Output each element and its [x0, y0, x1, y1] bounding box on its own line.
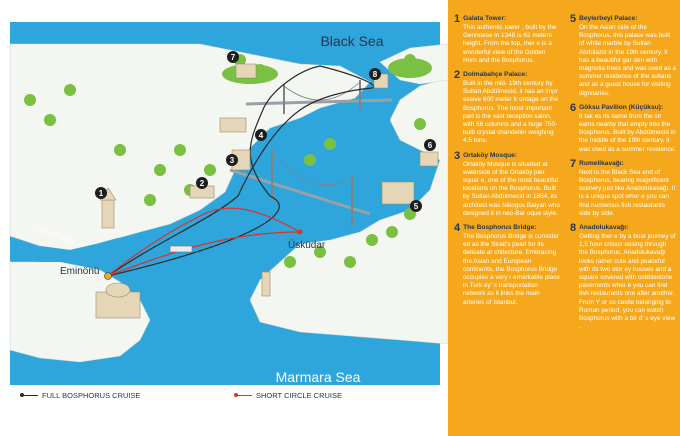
trees: [24, 54, 426, 268]
ferry-boat: [169, 245, 193, 253]
marker-1-label: 1: [99, 189, 104, 198]
info-item-title: Galata Tower:: [463, 15, 507, 22]
marker-3-label: 3: [230, 156, 235, 165]
hill-anadolukavagi: [388, 58, 432, 78]
marker-7[interactable]: 7: [227, 51, 239, 63]
eminonu-pier-dot: [104, 272, 112, 280]
marker-4-label: 4: [259, 131, 264, 140]
legend-full-swatch: [20, 393, 38, 397]
marker-8[interactable]: 8: [369, 68, 381, 80]
info-item-number: 3: [454, 149, 461, 162]
info-item-title: The Bosphorus Bridge:: [463, 224, 537, 232]
info-item-text: Built in the mid- 19th century by Sultan…: [463, 80, 559, 145]
info-item-title: Göksu Pavilion (Küçüksu):: [579, 103, 664, 111]
uskudar-pier-dot: [297, 229, 303, 235]
marker-2-label: 2: [200, 179, 205, 188]
info-item-text: This authentic tower , built by the Genn…: [463, 24, 557, 64]
info-item-title: Anadolukavağı:: [579, 224, 629, 232]
marker-8-label: 8: [373, 70, 378, 79]
marker-2[interactable]: 2: [196, 177, 208, 189]
marker-6-label: 6: [428, 141, 433, 150]
info-item-title: Beylerbeyi Palace:: [579, 15, 638, 22]
uskudar-label: Üsküdar: [288, 239, 326, 251]
marker-7-label: 7: [231, 53, 236, 62]
info-item-title: Ortaköy Mosque:: [463, 151, 517, 159]
fsm-bridge: [245, 80, 393, 114]
legend-short-swatch: [234, 393, 252, 397]
info-item-text: Ortaköy Mosque is situated at waterside …: [463, 160, 560, 217]
black-sea-label: Black Sea: [320, 33, 383, 49]
full-cruise-route: [107, 65, 375, 277]
legend-full: FULL BOSPHORUS CRUISE: [20, 391, 141, 400]
info-item-number: 8: [570, 222, 577, 235]
marker-4[interactable]: 4: [255, 129, 267, 141]
legend-full-label: FULL BOSPHORUS CRUISE: [42, 391, 141, 400]
marker-5[interactable]: 5: [410, 200, 422, 212]
legend-short: SHORT CIRCLE CRUISE: [234, 391, 342, 400]
info-item-title: Dolmabahçe Palace:: [463, 71, 528, 79]
info-item-text: On the Asian side of the Bosphorus, this…: [579, 24, 676, 97]
info-item-number: 6: [570, 101, 577, 114]
marmara-sea-label: Marmara Sea: [276, 369, 361, 385]
marker-3[interactable]: 3: [226, 154, 238, 166]
info-item-number: 7: [570, 157, 577, 170]
info-item-text: Getting ther e by a boat journey of 1,5 …: [579, 233, 676, 331]
golden-horn-water: [10, 238, 120, 262]
info-item-number: 4: [454, 222, 461, 235]
asian-land: [249, 77, 448, 345]
marker-5-label: 5: [414, 202, 419, 211]
marker-6[interactable]: 6: [424, 139, 436, 151]
info-item-number: 2: [454, 69, 461, 82]
info-item-number: 5: [570, 13, 577, 25]
info-item-text: It tak es its name from the str eams nea…: [579, 112, 676, 153]
info-item-title: Rumelikavağı:: [579, 159, 624, 167]
marker-1[interactable]: 1: [95, 187, 107, 199]
landmark-buildings: [95, 63, 439, 319]
bosphorus-bridge: [229, 150, 371, 226]
info-item-text: Next to the Black Sea end of Bosphorus, …: [579, 168, 676, 217]
info-item-text: The Bosphorus Bridge is consider ed as t…: [463, 233, 560, 306]
info-item-number: 1: [454, 13, 461, 25]
legend-short-label: SHORT CIRCLE CRUISE: [256, 391, 342, 400]
bosphorus-map[interactable]: 1 2 3 4 5 6 7 8 Black Sea Marmara Sea Go…: [0, 0, 448, 436]
eminonu-label: Eminönü: [60, 266, 99, 277]
